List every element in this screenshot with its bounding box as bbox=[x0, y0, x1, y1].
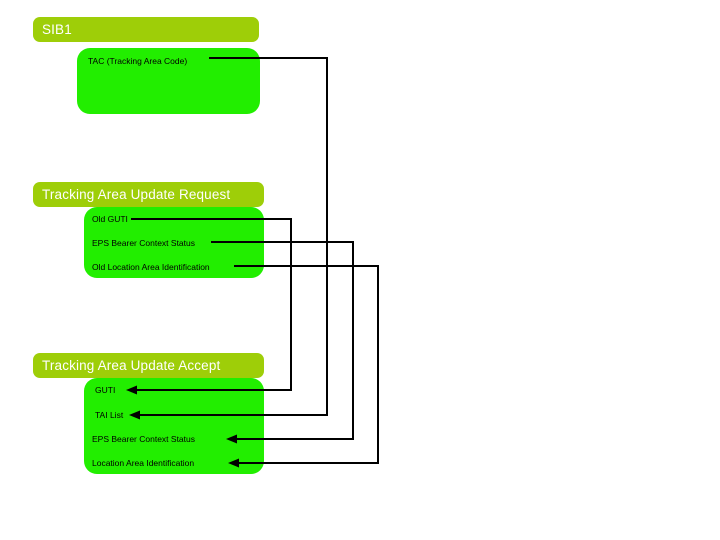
ie-label-guti: GUTI bbox=[95, 385, 116, 395]
message-title-sib1: SIB1 bbox=[33, 17, 259, 42]
ie-label-eps-bearer-context-status-request: EPS Bearer Context Status bbox=[92, 238, 195, 248]
ie-label-location-area-identification: Location Area Identification bbox=[92, 458, 195, 468]
ie-label-tai-list: TAI List bbox=[95, 410, 124, 420]
ie-label-tac: TAC (Tracking Area Code) bbox=[88, 56, 188, 66]
ie-label-old-location-area-identification: Old Location Area Identification bbox=[92, 262, 210, 272]
ie-label-eps-bearer-context-status-accept: EPS Bearer Context Status bbox=[92, 434, 195, 444]
ie-label-old-guti: Old GUTI bbox=[92, 214, 128, 224]
message-title-tau-accept: Tracking Area Update Accept bbox=[33, 353, 264, 378]
message-title-tau-request: Tracking Area Update Request bbox=[33, 182, 264, 207]
